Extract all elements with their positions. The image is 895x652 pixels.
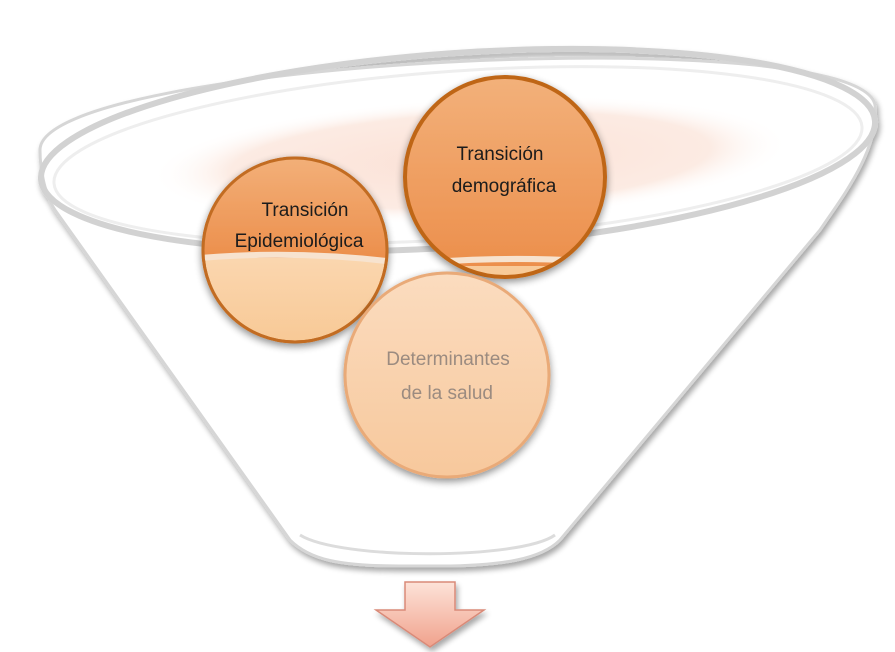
label-epidemiologica-line2: Epidemiológica (235, 231, 364, 252)
label-epidemiologica-line1: Transición (262, 200, 349, 221)
label-demografica-line1: Transición (457, 144, 544, 165)
label-determinantes-line1: Determinantes (386, 349, 510, 370)
label-determinantes-line2: de la salud (401, 383, 493, 404)
label-demografica-line2: demográfica (452, 176, 557, 197)
down-arrow-icon (373, 581, 487, 648)
circle-determinantes-de-la-salud: Determinantes de la salud (343, 271, 551, 479)
circle-transicion-demografica: Transición demográfica (403, 75, 607, 279)
